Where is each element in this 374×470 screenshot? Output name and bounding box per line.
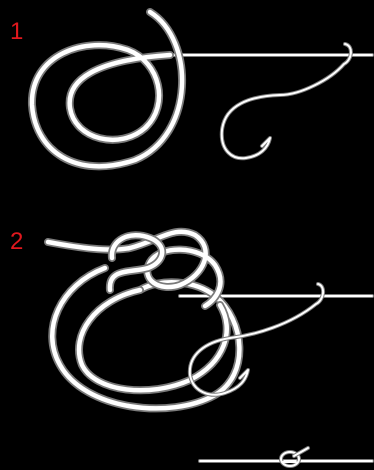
knot-loop-icon bbox=[48, 232, 239, 409]
step-1-illustration bbox=[32, 12, 372, 166]
step-2-illustration bbox=[48, 232, 372, 466]
fishing-line-coil-icon bbox=[32, 12, 182, 166]
finished-knot-icon bbox=[200, 448, 372, 466]
fishing-hook-icon bbox=[222, 44, 351, 158]
